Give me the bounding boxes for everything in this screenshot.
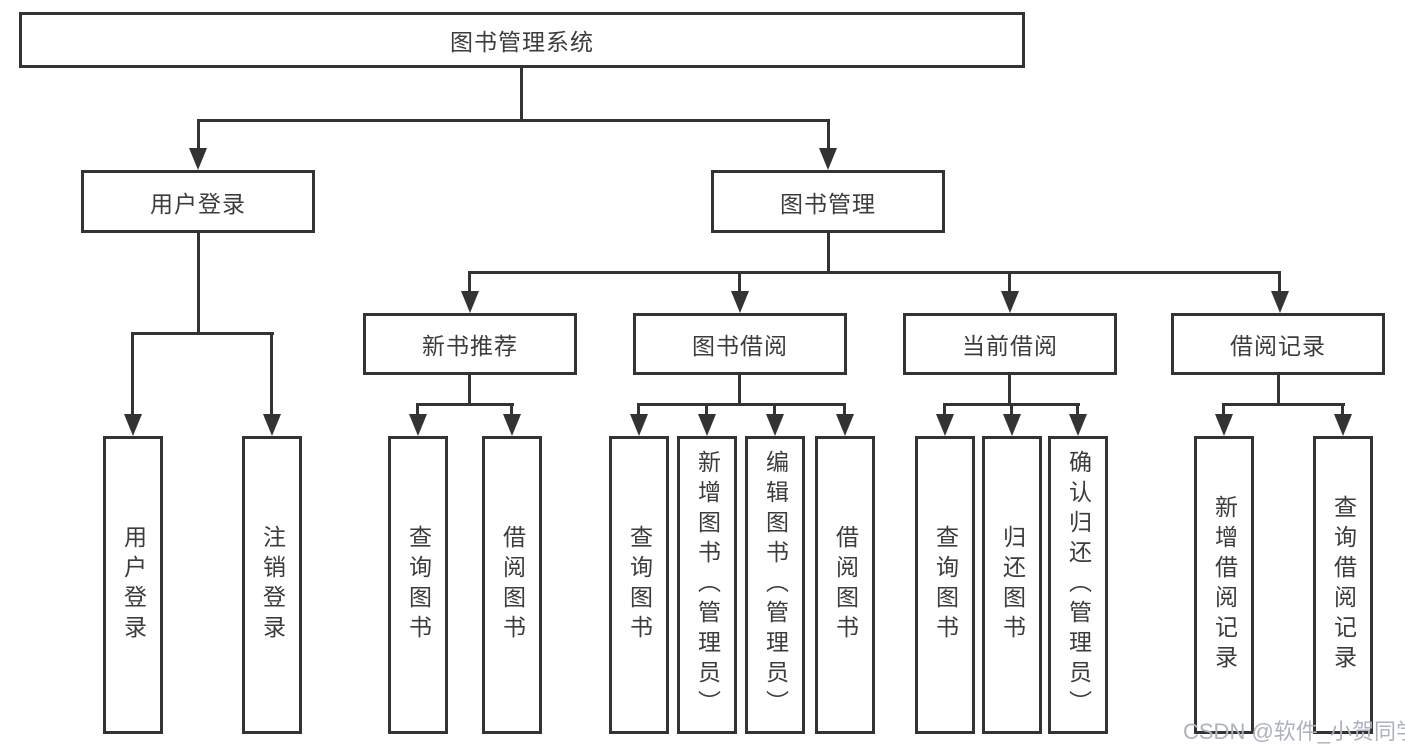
arrowhead-down-icon <box>461 291 479 313</box>
arrowhead-down-icon <box>836 414 854 436</box>
connector-line <box>827 119 830 152</box>
watermark: CSDN @软件_小贺同学 <box>1183 719 1405 744</box>
leaf-logout: 注销登录 <box>242 436 302 734</box>
leaf-label: 用户登录 <box>120 525 147 645</box>
node-label: 用户登录 <box>150 190 246 217</box>
arrowhead-down-icon <box>409 414 427 436</box>
leaf-newbooks-query: 查询图书 <box>388 436 448 734</box>
node-label: 借阅记录 <box>1230 333 1326 359</box>
node-borrow-records: 借阅记录 <box>1171 313 1385 375</box>
connector-line <box>827 233 830 274</box>
node-label: 当前借阅 <box>962 333 1058 359</box>
leaf-borrow-edit-admin: 编辑图书（管理员） <box>745 436 805 734</box>
arrowhead-down-icon <box>936 414 954 436</box>
connector-line <box>416 403 514 406</box>
connector-line <box>1008 271 1011 295</box>
arrowhead-down-icon <box>1215 414 1233 436</box>
connector-line <box>943 403 946 417</box>
leaf-current-query: 查询图书 <box>915 436 975 734</box>
connector-line <box>520 68 523 121</box>
connector-line <box>1076 403 1079 417</box>
arrowhead-down-icon <box>819 148 837 170</box>
connector-line <box>1278 271 1281 295</box>
leaf-label: 查询图书 <box>405 525 432 645</box>
arrowhead-down-icon <box>1271 291 1289 313</box>
node-new-book-recommend: 新书推荐 <box>363 313 577 375</box>
node-label: 图书管理系统 <box>450 29 594 55</box>
leaf-label: 确认归还（管理员） <box>1065 450 1092 720</box>
connector-line <box>1010 403 1013 417</box>
connector-line <box>738 375 741 406</box>
connector-line <box>705 403 708 417</box>
leaf-current-confirm-return-admin: 确认归还（管理员） <box>1048 436 1108 734</box>
connector-line <box>510 403 513 417</box>
arrowhead-down-icon <box>1001 291 1019 313</box>
connector-line <box>637 403 846 406</box>
connector-line <box>1222 403 1345 406</box>
arrowhead-down-icon <box>124 414 142 436</box>
arrowhead-down-icon <box>1069 414 1087 436</box>
connector-line <box>773 403 776 417</box>
node-book-management: 图书管理 <box>711 170 945 233</box>
connector-line <box>1008 375 1011 406</box>
leaf-label: 注销登录 <box>259 525 286 645</box>
arrowhead-down-icon <box>1334 414 1352 436</box>
arrowhead-down-icon <box>766 414 784 436</box>
connector-line <box>468 271 1281 274</box>
connector-line <box>416 403 419 417</box>
connector-line <box>131 332 134 417</box>
leaf-label: 查询图书 <box>932 525 959 645</box>
connector-line <box>1222 403 1225 417</box>
node-user-login: 用户登录 <box>81 170 315 233</box>
node-book-borrow: 图书借阅 <box>633 313 847 375</box>
leaf-current-return: 归还图书 <box>982 436 1042 734</box>
leaf-label: 借阅图书 <box>499 525 526 645</box>
leaf-records-add: 新增借阅记录 <box>1194 436 1254 734</box>
node-root: 图书管理系统 <box>19 12 1025 68</box>
connector-line <box>197 119 830 122</box>
node-label: 新书推荐 <box>422 333 518 359</box>
arrowhead-down-icon <box>1003 414 1021 436</box>
leaf-borrow-query: 查询图书 <box>609 436 669 734</box>
arrowhead-down-icon <box>731 291 749 313</box>
leaf-label: 编辑图书（管理员） <box>762 450 789 720</box>
leaf-label: 归还图书 <box>999 525 1026 645</box>
connector-line <box>738 271 741 295</box>
connector-line <box>637 403 640 417</box>
node-current-borrow: 当前借阅 <box>903 313 1117 375</box>
connector-line <box>1277 375 1280 406</box>
node-label: 图书借阅 <box>692 333 788 359</box>
leaf-borrow-add-admin: 新增图书（管理员） <box>677 436 737 734</box>
leaf-label: 查询借阅记录 <box>1330 495 1357 675</box>
connector-line <box>270 332 273 417</box>
arrowhead-down-icon <box>503 414 521 436</box>
leaf-label: 查询图书 <box>626 525 653 645</box>
connector-line <box>468 271 471 295</box>
leaf-newbooks-borrow: 借阅图书 <box>482 436 542 734</box>
leaf-label: 新增借阅记录 <box>1211 495 1238 675</box>
connector-line <box>843 403 846 417</box>
arrowhead-down-icon <box>698 414 716 436</box>
connector-line <box>131 332 274 335</box>
connector-line <box>1341 403 1344 417</box>
arrowhead-down-icon <box>630 414 648 436</box>
leaf-user-login: 用户登录 <box>103 436 163 734</box>
connector-line <box>468 375 471 406</box>
node-label: 图书管理 <box>780 190 876 217</box>
arrowhead-down-icon <box>189 148 207 170</box>
leaf-records-query: 查询借阅记录 <box>1313 436 1373 734</box>
leaf-borrow-borrow: 借阅图书 <box>815 436 875 734</box>
leaf-label: 借阅图书 <box>832 525 859 645</box>
connector-line <box>197 233 200 335</box>
arrowhead-down-icon <box>263 414 281 436</box>
connector-line <box>197 119 200 152</box>
leaf-label: 新增图书（管理员） <box>694 450 721 720</box>
